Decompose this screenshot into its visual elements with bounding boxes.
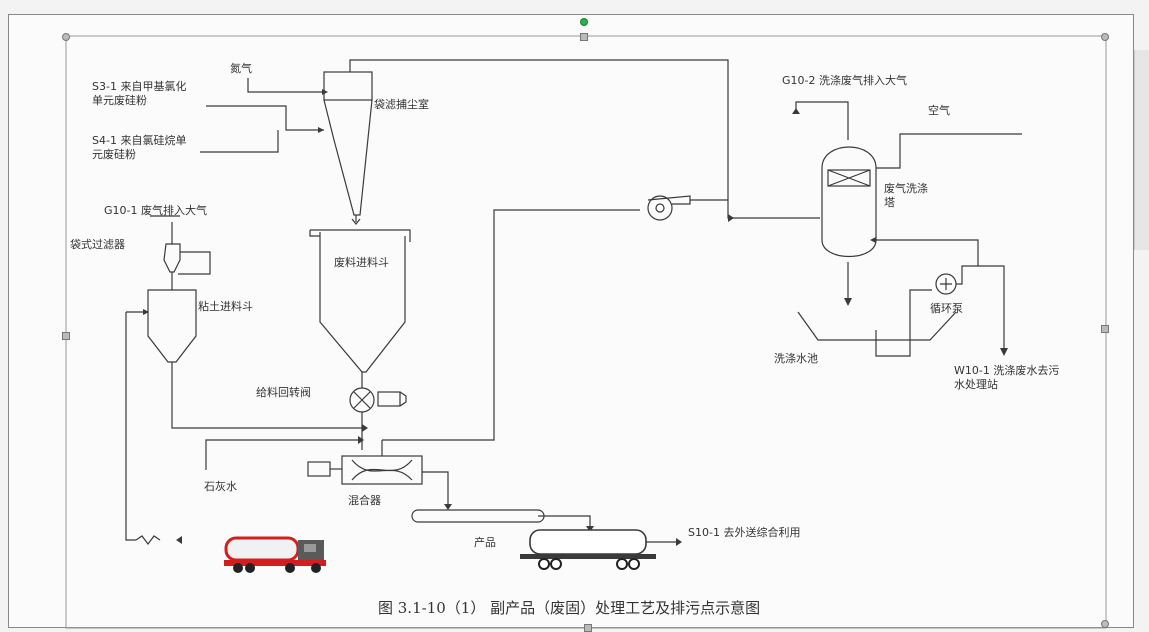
label-nitrogen: 氮气: [230, 62, 252, 75]
bag-filter-icon: [150, 215, 211, 275]
lime-water-line: [205, 439, 362, 470]
label-w10-1: W10-1 洗涤废水去污水处理站: [954, 364, 1060, 391]
label-air: 空气: [928, 104, 950, 117]
flex-hose: [135, 535, 161, 545]
flow-arrows: [143, 89, 1008, 544]
label-scrubber: 废气洗涤塔: [884, 182, 928, 209]
label-waste-hopper: 废料进料斗: [334, 256, 389, 269]
waste-hopper-icon: [309, 229, 411, 373]
chamber-exhaust-line: [349, 59, 820, 219]
mixer-vent-line: [382, 209, 640, 441]
conveyor-icon: [411, 509, 591, 530]
label-s10-1: S10-1 去外送综合利用: [688, 526, 801, 539]
label-bag-filter: 袋式过滤器: [70, 238, 125, 251]
circulation-pump-icon: [876, 239, 1005, 350]
figure-caption: 图 3.1-10（1） 副产品（废固）处理工艺及排污点示意图: [378, 599, 761, 617]
resize-handle-top[interactable]: [580, 33, 588, 41]
clay-hopper-icon: [147, 272, 362, 429]
resize-handle-bottom-right[interactable]: [1101, 620, 1109, 628]
resize-handle-left[interactable]: [62, 332, 70, 340]
label-dust-chamber: 袋滤捕尘室: [374, 98, 429, 111]
rotate-handle[interactable]: [580, 18, 588, 26]
rail-tanker-icon: [520, 529, 682, 570]
s4-feed-line: [200, 130, 279, 153]
s3-feed-line: [206, 105, 324, 131]
tanker-truck-icon: [224, 536, 326, 573]
resize-handle-bottom[interactable]: [584, 624, 592, 632]
resize-handle-top-right[interactable]: [1101, 33, 1109, 41]
label-lime-water: 石灰水: [204, 480, 237, 493]
label-g10-1: G10-1 废气排入大气: [104, 204, 207, 217]
exhaust-fan-icon: [647, 195, 728, 221]
label-product: 产品: [474, 536, 496, 549]
scrubber-tower-icon: [795, 101, 1022, 300]
label-s4: S4-1 来自氯硅烷单元废硅粉: [92, 134, 187, 161]
label-circ-pump: 循环泵: [930, 302, 963, 315]
label-mixer: 混合器: [348, 494, 381, 507]
scrollbar-strip[interactable]: [1134, 50, 1149, 250]
mixer-icon: [307, 440, 449, 506]
label-g10-2: G10-2 洗涤废气排入大气: [782, 74, 907, 87]
dust-chamber-icon: [323, 71, 373, 225]
truck-return-line: [125, 311, 146, 541]
label-wash-pool: 洗涤水池: [774, 352, 818, 365]
nitrogen-line: [247, 78, 322, 93]
label-s3: S3-1 来自甲基氯化单元废硅粉: [92, 80, 187, 107]
resize-handle-top-left[interactable]: [62, 33, 70, 41]
label-clay-hopper: 粘土进料斗: [198, 300, 253, 313]
wash-pool-icon: [797, 289, 957, 357]
label-rotary-valve: 给料回转阀: [256, 386, 311, 399]
resize-handle-right[interactable]: [1101, 325, 1109, 333]
